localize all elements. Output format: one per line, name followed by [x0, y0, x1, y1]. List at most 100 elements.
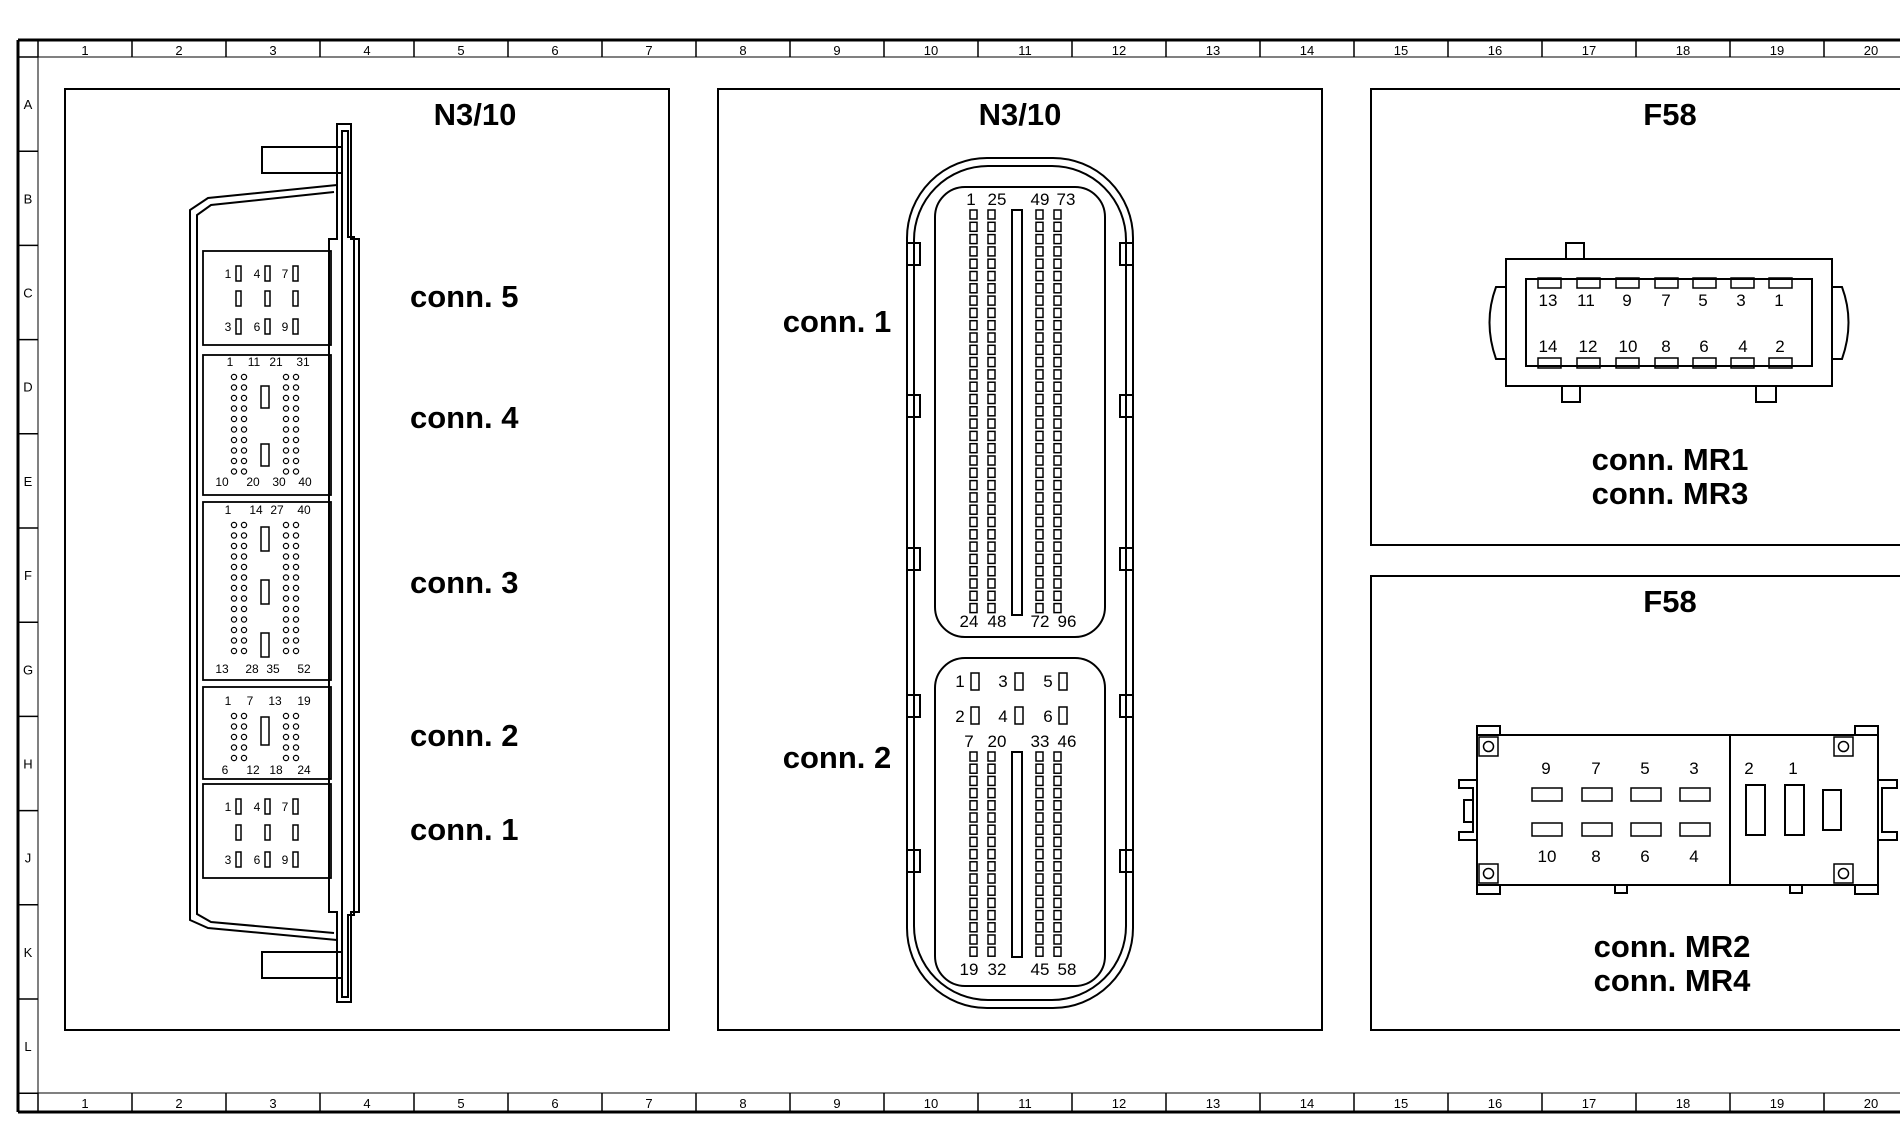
pin-contact — [230, 605, 238, 613]
pin-terminal — [1053, 529, 1062, 540]
pin-terminal — [969, 270, 978, 282]
pin-contact — [230, 384, 238, 391]
pin-terminal — [1053, 775, 1062, 787]
pin-terminal — [987, 897, 996, 909]
pin-contact — [282, 616, 290, 623]
pin-label: 2 — [1744, 759, 1753, 778]
column-label: 4 — [363, 1096, 370, 1111]
pin-label: 1 — [225, 503, 232, 517]
pin-terminal — [1531, 787, 1563, 802]
pin-contact — [292, 574, 300, 581]
pin-terminal — [987, 763, 996, 774]
pin-terminal — [1053, 848, 1062, 860]
pin-label: 33 — [1031, 732, 1050, 751]
conn-mr2-label: conn. MR2 — [1594, 929, 1751, 964]
pin-contact — [292, 405, 300, 412]
pin-label: 13 — [1539, 291, 1558, 310]
pin-label: 31 — [296, 355, 310, 369]
pin-contact — [292, 647, 300, 655]
pin-contact — [282, 384, 290, 391]
pin-label: 24 — [297, 763, 311, 777]
pin-terminal — [1035, 442, 1044, 454]
pin-terminal — [1035, 233, 1044, 245]
pin-terminal — [987, 356, 996, 368]
pin-label: 19 — [960, 960, 979, 979]
pin-terminal — [969, 369, 978, 380]
column-label: 10 — [924, 43, 938, 58]
pin-terminal — [1035, 221, 1044, 233]
conn-mr4-label: conn. MR4 — [1594, 963, 1751, 998]
pin-terminal — [987, 406, 996, 417]
pin-terminal — [1053, 836, 1062, 848]
pin-label: 5 — [1043, 672, 1052, 691]
pin-contact — [282, 637, 290, 644]
pin-contact — [230, 754, 238, 762]
pin-label: 4 — [998, 707, 1007, 726]
pin-terminal — [1768, 357, 1793, 369]
column-label: 3 — [269, 43, 276, 58]
pin-contact — [240, 436, 248, 444]
pin-terminal — [1768, 277, 1793, 289]
pin-label: 45 — [1031, 960, 1050, 979]
panel-n3-10-side: N3/10 1 4 7 3 6 9 — [64, 88, 670, 1031]
pin-terminal — [969, 861, 978, 872]
pin-label: 3 — [1736, 291, 1745, 310]
panel3-title: F58 — [1643, 97, 1696, 132]
pin-contact — [240, 426, 248, 433]
pin-contact — [240, 626, 248, 634]
pin-terminal — [969, 885, 978, 896]
pin-terminal — [987, 209, 996, 220]
pin-terminal — [969, 344, 978, 356]
column-label: 11 — [1018, 43, 1032, 58]
pin-terminal — [1053, 467, 1062, 479]
column-label: 18 — [1676, 1096, 1690, 1111]
pin-terminal — [1035, 504, 1044, 515]
pin-terminal — [1053, 873, 1062, 884]
column-label: 14 — [1300, 1096, 1314, 1111]
pin-contact — [230, 542, 238, 550]
pin-terminal — [987, 467, 996, 479]
pin-label: 49 — [1031, 190, 1050, 209]
pin-label: 19 — [297, 694, 311, 708]
f58-14-pin-connector — [1488, 242, 1850, 403]
pin-terminal — [1053, 492, 1062, 503]
pin-terminal — [1053, 751, 1062, 762]
pin-label: 14 — [1539, 337, 1558, 356]
pin-terminal — [969, 516, 978, 528]
pin-terminal — [969, 455, 978, 466]
conn-mr1-label: conn. MR1 — [1592, 442, 1749, 477]
pin-contact — [292, 468, 300, 475]
column-label: 20 — [1864, 1096, 1878, 1111]
pin-terminal — [1035, 578, 1044, 589]
pin-label: 4 — [1689, 847, 1698, 866]
pin-contact — [292, 447, 300, 454]
pin-terminal — [1035, 246, 1044, 257]
pin-contact — [230, 447, 238, 454]
f58-14-pin-terminals — [1537, 277, 1793, 369]
mounting-holes — [1478, 736, 1854, 884]
pin-terminal — [969, 406, 978, 417]
pin-label: 9 — [1622, 291, 1631, 310]
pin-label: 18 — [269, 763, 283, 777]
pin-terminal — [987, 909, 996, 921]
pin-label: 6 — [1640, 847, 1649, 866]
pin-terminal — [1035, 934, 1044, 945]
pin-contact — [240, 447, 248, 454]
pin-terminal — [1035, 873, 1044, 884]
pin-contact — [230, 563, 238, 571]
pin-contact — [240, 415, 248, 423]
pin-terminal — [1053, 800, 1062, 811]
pin-terminal — [987, 295, 996, 306]
pin-terminal — [987, 541, 996, 552]
pin-contact — [240, 595, 248, 602]
pin-terminal — [969, 836, 978, 848]
column-label: 14 — [1300, 43, 1314, 58]
row-label: D — [23, 380, 32, 395]
column-label: 5 — [457, 43, 464, 58]
pin-terminal — [969, 897, 978, 909]
pin-contact — [292, 723, 300, 730]
pin-label: 2 — [955, 707, 964, 726]
pin-terminal — [1035, 541, 1044, 552]
